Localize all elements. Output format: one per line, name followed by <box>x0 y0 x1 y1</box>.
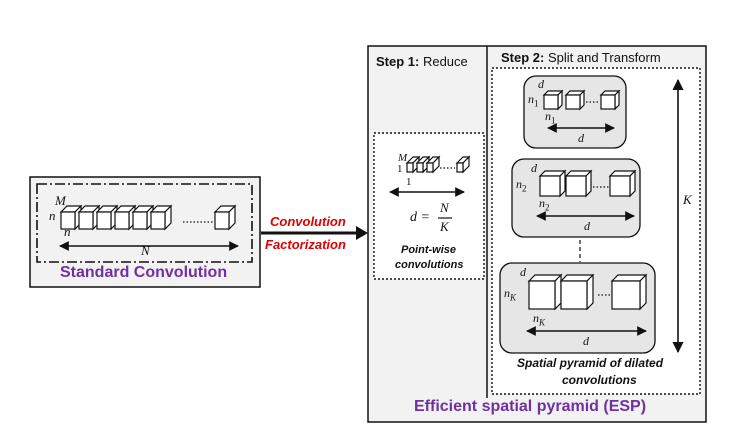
standard-kernel-5 <box>131 204 155 231</box>
pointwise-label-M: M <box>398 152 408 164</box>
group3-label-n-bottom: nK <box>533 311 545 327</box>
standard-kernel-4 <box>113 204 137 231</box>
group1-label-n-bottom: n1 <box>545 109 556 125</box>
pointwise-kernel-1 <box>405 155 421 174</box>
group1-kernel-2 <box>564 89 586 111</box>
standard-kernel-6 <box>149 204 173 231</box>
standard-label-n-bottom: n <box>64 224 71 239</box>
pointwise-caption-line1: Point-wise <box>401 244 457 256</box>
group3-kernel-last <box>610 273 648 311</box>
pointwise-label-1-bottom: 1 <box>406 176 412 188</box>
standard-kernel-stack <box>59 204 237 231</box>
standard-convolution-panel <box>29 176 261 288</box>
standard-kernel-2 <box>77 204 101 231</box>
step1-bold: Step 1: <box>376 54 420 69</box>
pyramid-kernels <box>527 89 648 311</box>
group3-kernel-1 <box>527 273 563 311</box>
step2-bold: Step 2: <box>501 50 545 65</box>
group2-kernel-last <box>608 169 637 198</box>
group2-label-n-side: n2 <box>516 177 527 193</box>
group2-kernel-2 <box>564 169 593 198</box>
equation-lhs: d = <box>410 210 430 225</box>
group3-label-d-top: d <box>520 265 526 279</box>
group3-label-n-side: nK <box>504 286 516 302</box>
standard-label-N: N <box>141 243 150 258</box>
group3-n-bottom: n <box>533 311 539 325</box>
group3-label-d-bottom: d <box>583 334 589 348</box>
group1-n-bottom: n <box>545 109 551 123</box>
group1-n-bottom-sub: 1 <box>551 115 556 126</box>
group2-n-side: n <box>516 177 522 191</box>
equation-numerator: N <box>440 200 449 215</box>
group3-n-side: n <box>504 286 510 300</box>
pyramid-label-K: K <box>683 192 692 207</box>
group1-kernel-1 <box>542 89 564 111</box>
equation-denominator: K <box>440 219 449 234</box>
group3-kernel-2 <box>559 273 595 311</box>
group2-label-d-bottom: d <box>584 219 590 233</box>
group2-kernel-1 <box>538 169 567 198</box>
arrow-label-line1: Convolution <box>270 214 346 229</box>
group2-label-n-bottom: n2 <box>539 196 550 212</box>
group1-label-n-side: n1 <box>528 92 539 108</box>
arrow-label-line2: Factorization <box>265 237 346 252</box>
step1-text: Reduce <box>419 54 468 69</box>
group1-label-d-top: d <box>538 77 544 91</box>
standard-convolution-inner-box <box>36 183 253 263</box>
group2-label-d-top: d <box>531 161 537 175</box>
step1-heading: Step 1: Reduce <box>376 54 468 69</box>
pyramid-caption-line1: Spatial pyramid of dilated <box>517 356 664 370</box>
step2-heading: Step 2: Split and Transform <box>501 50 661 65</box>
standard-kernel-last <box>213 204 237 231</box>
pointwise-label-1-side: 1 <box>397 163 403 175</box>
factorization-arrowhead <box>356 226 368 240</box>
group3-n-side-sub: K <box>510 292 517 303</box>
group1-n-side-sub: 1 <box>534 98 539 109</box>
pointwise-box <box>373 132 485 280</box>
pointwise-caption-line2: convolutions <box>395 259 464 271</box>
group3-n-bottom-sub: K <box>539 317 546 328</box>
group1-kernel-last <box>599 89 621 111</box>
pyramid-caption-line2: convolutions <box>562 373 637 387</box>
standard-label-n-side: n <box>49 208 56 223</box>
group1-label-d-bottom: d <box>578 131 584 145</box>
esp-title: Efficient spatial pyramid (ESP) <box>414 398 647 415</box>
group2-n-side-sub: 2 <box>522 183 527 194</box>
group2-n-bottom-sub: 2 <box>545 202 550 213</box>
pointwise-kernel-3 <box>425 155 441 174</box>
group1-n-side: n <box>528 92 534 106</box>
pointwise-kernel-stack <box>405 155 471 174</box>
standard-convolution-title: Standard Convolution <box>60 264 228 281</box>
group2-n-bottom: n <box>539 196 545 210</box>
step2-text: Split and Transform <box>544 50 661 65</box>
standard-label-M: M <box>55 193 66 208</box>
pointwise-kernel-2 <box>415 155 431 174</box>
pointwise-kernel-last <box>455 155 471 174</box>
standard-kernel-3 <box>95 204 119 231</box>
